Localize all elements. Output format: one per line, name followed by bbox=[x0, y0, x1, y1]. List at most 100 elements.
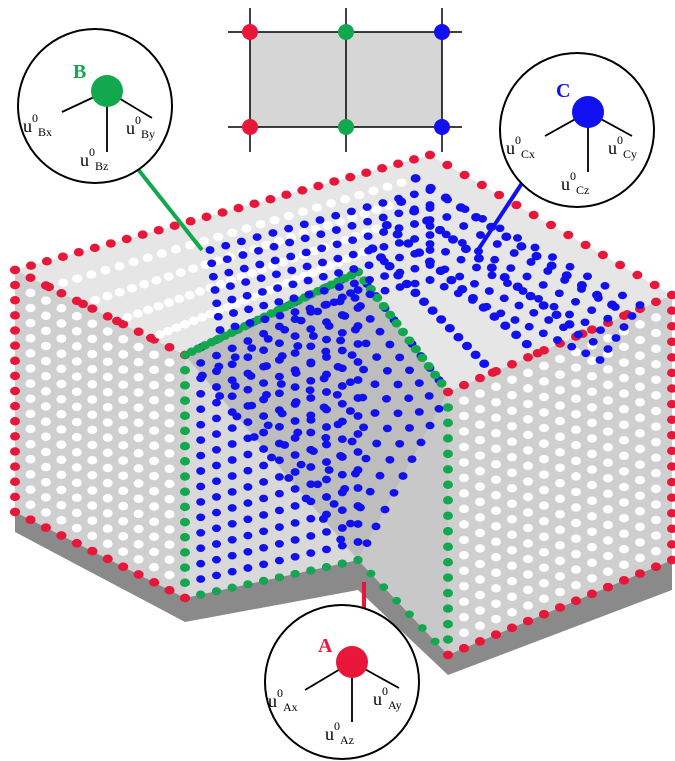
top-right-node bbox=[521, 339, 532, 349]
cut-face-node bbox=[259, 494, 269, 503]
outer-right-node bbox=[539, 516, 549, 526]
inner-wall-node bbox=[490, 255, 500, 264]
outer-right-node bbox=[507, 360, 517, 369]
outer-left-node bbox=[40, 372, 51, 381]
cut-face-node bbox=[196, 359, 206, 367]
outer-left-node bbox=[102, 539, 113, 549]
outer-right-node bbox=[459, 566, 469, 576]
outer-left-node bbox=[10, 280, 20, 290]
top-face-node bbox=[278, 257, 288, 267]
outer-left-node bbox=[149, 562, 160, 572]
inner-wall-node bbox=[593, 294, 603, 302]
cut-face-node bbox=[212, 351, 221, 360]
top-right-node bbox=[391, 319, 402, 328]
inner-wall-node bbox=[460, 205, 470, 214]
outer-right-node bbox=[475, 559, 485, 569]
inner-floor-node bbox=[291, 398, 301, 406]
top-right-node bbox=[462, 341, 472, 351]
top-face-node bbox=[137, 230, 148, 239]
outer-right-node bbox=[619, 513, 629, 523]
top-right-node bbox=[597, 250, 608, 260]
inner-floor-node bbox=[336, 451, 346, 460]
outer-right-node bbox=[587, 449, 597, 459]
outer-right-node bbox=[491, 552, 501, 562]
bottom-edge-node bbox=[56, 531, 67, 540]
bottom-edge-node bbox=[651, 562, 661, 572]
outer-right-node bbox=[443, 434, 453, 443]
inner-floor-node bbox=[365, 487, 375, 496]
edge-node-b bbox=[180, 533, 190, 542]
inner-floor-node bbox=[267, 453, 276, 462]
cut-face-node bbox=[322, 475, 331, 484]
edge-node-blue bbox=[434, 119, 450, 135]
outer-right-node bbox=[587, 356, 597, 365]
inner-wall-node bbox=[362, 203, 372, 211]
inner-floor-node bbox=[395, 353, 405, 362]
top-right-node bbox=[443, 387, 453, 397]
cut-face-node bbox=[306, 428, 316, 437]
top-right-node bbox=[500, 321, 511, 331]
edge-node-b bbox=[180, 518, 190, 526]
outer-right-node bbox=[475, 513, 485, 522]
inner-wall-node bbox=[288, 280, 298, 289]
outer-right-node bbox=[651, 484, 661, 494]
top-face-node bbox=[326, 199, 336, 208]
outer-left-node bbox=[133, 494, 144, 503]
top-right-node bbox=[460, 244, 471, 254]
node-b-dot bbox=[91, 75, 123, 107]
inner-floor-node bbox=[380, 505, 390, 514]
cut-face-node bbox=[290, 485, 300, 493]
outer-left-node bbox=[164, 418, 175, 428]
outer-right-node bbox=[603, 427, 613, 436]
inner-wall-node bbox=[318, 258, 327, 267]
outer-right-node bbox=[619, 358, 629, 367]
outer-left-node bbox=[71, 508, 82, 518]
inner-wall-node bbox=[303, 276, 313, 285]
inner-wall-node bbox=[425, 258, 435, 266]
top-face-node bbox=[128, 257, 139, 267]
inner-floor-node bbox=[336, 336, 346, 345]
top-face-node bbox=[100, 266, 111, 275]
outer-right-node bbox=[555, 385, 565, 395]
inner-wall-node bbox=[260, 315, 270, 324]
outer-right-node bbox=[651, 422, 661, 431]
cut-face-node bbox=[227, 472, 237, 480]
inner-wall-node bbox=[254, 246, 263, 255]
outer-right-node bbox=[523, 508, 533, 517]
outer-left-node bbox=[133, 448, 144, 458]
cut-face-node bbox=[274, 489, 284, 498]
outer-right-node bbox=[571, 394, 581, 403]
edge-node-b bbox=[180, 563, 190, 572]
edge-node-b bbox=[404, 610, 414, 619]
outer-left-node bbox=[149, 547, 160, 557]
inner-wall-node bbox=[565, 310, 574, 319]
edge-node-b bbox=[290, 569, 300, 578]
cut-face-node bbox=[290, 383, 300, 391]
outer-right-node bbox=[491, 475, 501, 484]
inner-floor-node bbox=[333, 362, 343, 371]
inner-wall-node bbox=[271, 270, 281, 279]
outer-right-node bbox=[459, 504, 469, 514]
top-right-node bbox=[516, 242, 527, 251]
outer-right-node bbox=[619, 498, 629, 507]
outer-right-node bbox=[571, 580, 581, 590]
inner-wall-node bbox=[618, 291, 627, 300]
cut-face-node bbox=[259, 527, 269, 536]
inner-wall-node bbox=[289, 294, 299, 303]
outer-left-node bbox=[71, 326, 82, 336]
top-face-node bbox=[345, 172, 356, 182]
inner-wall-node bbox=[315, 216, 325, 224]
inner-floor-node bbox=[280, 325, 290, 334]
top-face-node bbox=[170, 245, 181, 254]
cut-face-node bbox=[227, 488, 237, 496]
top-face bbox=[15, 155, 672, 392]
outer-right-node bbox=[539, 501, 549, 510]
outer-left-node bbox=[87, 440, 98, 450]
outer-right-node bbox=[507, 561, 517, 571]
outer-right-node bbox=[539, 578, 549, 588]
inner-wall-node bbox=[410, 220, 419, 228]
outer-right-node bbox=[507, 499, 517, 509]
inner-floor-node bbox=[324, 466, 334, 474]
dof-by-label: u0By bbox=[126, 113, 155, 141]
outer-right-node bbox=[475, 482, 485, 491]
